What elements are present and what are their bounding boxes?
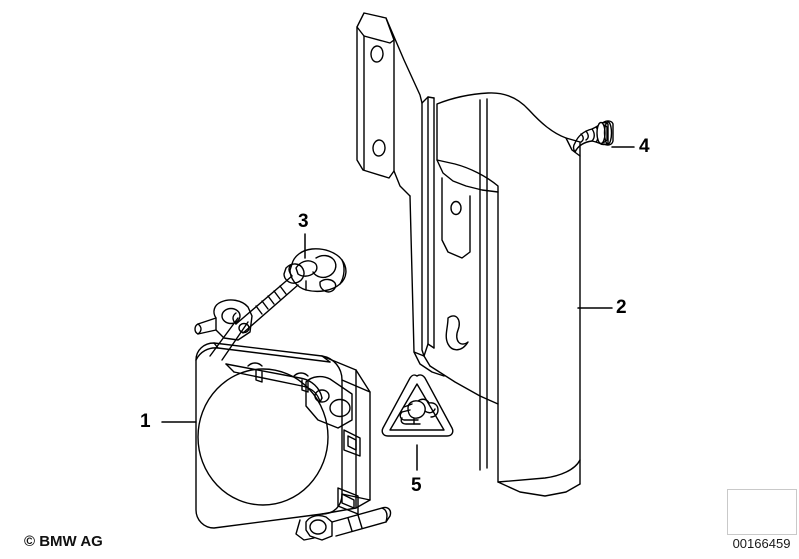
callout-1-radar-sensor: 1 bbox=[140, 411, 151, 432]
callout-leaders bbox=[161, 146, 635, 471]
part-radar-sensor bbox=[194, 299, 392, 541]
view-direction-box bbox=[727, 489, 797, 535]
part-expanding-rivet bbox=[572, 120, 614, 153]
part-number-label: 00166459 bbox=[732, 536, 791, 551]
callout-2-mounting-bracket: 2 bbox=[616, 297, 627, 318]
callout-5-warning-label: 5 bbox=[411, 475, 422, 496]
copyright-notice: © BMW AG bbox=[24, 533, 103, 550]
callout-3-adjusting-clip: 3 bbox=[298, 211, 309, 232]
part-adjusting-clip bbox=[232, 248, 347, 334]
part-warning-label bbox=[381, 374, 454, 437]
part-mounting-bracket bbox=[356, 12, 581, 497]
callout-4-expanding-rivet: 4 bbox=[639, 136, 650, 157]
